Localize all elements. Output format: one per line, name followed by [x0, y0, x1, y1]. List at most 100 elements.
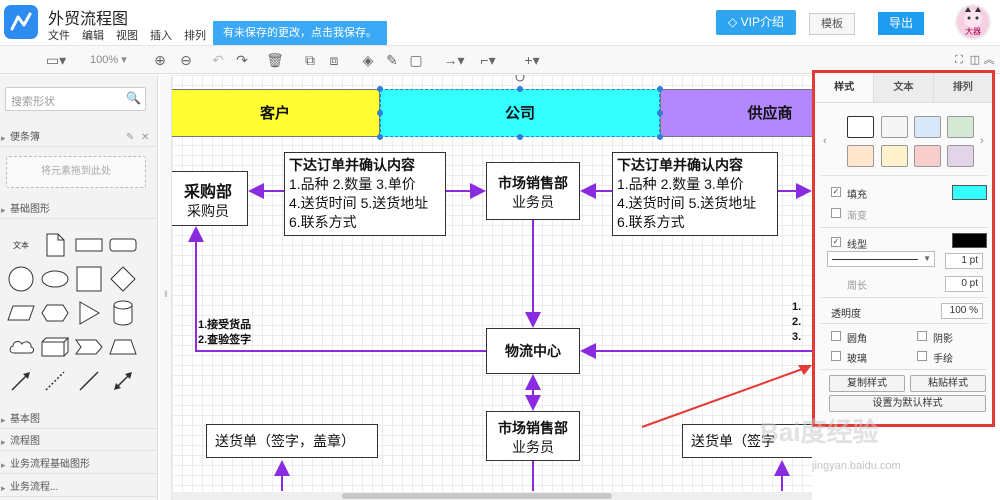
purchase-dept-box[interactable]: 采购部 采购员: [172, 171, 248, 226]
edit-icon[interactable]: ✎: [126, 132, 135, 143]
selection-handles[interactable]: [377, 86, 663, 140]
order-box-left[interactable]: 下达订单并确认内容 1.品种 2.数量 3.单价 4.送货时间 5.送货地址 6…: [284, 152, 446, 236]
fullscreen-icon[interactable]: ⛶: [955, 54, 963, 66]
sketch-checkbox[interactable]: [917, 351, 927, 361]
scrollbar-thumb[interactable]: [342, 493, 612, 499]
menu-insert[interactable]: 插入: [150, 30, 172, 42]
lane-customer[interactable]: 客户: [172, 89, 380, 137]
line-color-icon[interactable]: ✎: [386, 52, 398, 68]
unsaved-notice[interactable]: 有未保存的更改，点击我保存。: [213, 21, 387, 45]
waypoint-icon[interactable]: ⌐▾: [480, 52, 496, 68]
fill-color-box[interactable]: [952, 185, 987, 200]
copy-style-button[interactable]: 复制样式: [829, 375, 905, 392]
chevron-right-icon[interactable]: ›: [980, 135, 984, 147]
menu-edit[interactable]: 编辑: [82, 30, 104, 42]
section-flowchart[interactable]: 流程图: [0, 433, 157, 451]
order-box-right[interactable]: 下达订单并确认内容 1.品种 2.数量 3.单价 4.送货时间 5.送货地址 6…: [612, 152, 778, 236]
shape-line[interactable]: [74, 368, 104, 394]
shape-square[interactable]: [74, 266, 104, 292]
menu-file[interactable]: 文件: [48, 30, 70, 42]
connector-icon[interactable]: →▾: [443, 52, 465, 68]
glass-checkbox[interactable]: [831, 351, 841, 361]
style-swatch-6[interactable]: [881, 145, 908, 167]
shape-rounded-rect[interactable]: [108, 232, 138, 258]
style-swatch-2[interactable]: [881, 116, 908, 138]
fill-color-icon[interactable]: ◈: [362, 52, 374, 68]
zoom-in-icon[interactable]: ⊕: [154, 52, 166, 68]
app-logo[interactable]: [4, 5, 38, 39]
tab-arrange[interactable]: 排列: [932, 73, 992, 102]
scratchpad-dropzone[interactable]: 将元素拖到此处: [6, 156, 146, 188]
opacity-input[interactable]: 100 %: [941, 303, 983, 319]
logistics-center-box[interactable]: 物流中心: [486, 328, 580, 374]
style-swatch-4[interactable]: [947, 116, 974, 138]
search-input[interactable]: 搜索形状 🔍: [5, 87, 146, 111]
paste-style-button[interactable]: 粘贴样式: [910, 375, 986, 392]
rounded-checkbox[interactable]: [831, 331, 841, 341]
shape-cube[interactable]: [40, 334, 70, 360]
layout-panel-icon[interactable]: ▭▾: [45, 52, 67, 68]
lane-supplier[interactable]: 供应商: [660, 89, 812, 137]
style-swatch-5[interactable]: [847, 145, 874, 167]
line-color-box[interactable]: [952, 233, 987, 248]
document-title[interactable]: 外贸流程图: [48, 11, 129, 28]
style-swatch-1[interactable]: [847, 116, 874, 138]
menu-arrange[interactable]: 排列: [184, 30, 206, 42]
scratchpad-section[interactable]: 便条簿 ✎ ✕: [0, 129, 157, 147]
line-width-input[interactable]: 1 pt: [945, 253, 983, 269]
tab-style[interactable]: 样式: [815, 73, 874, 102]
shape-dotted-line[interactable]: [40, 368, 70, 394]
shape-step[interactable]: [74, 334, 104, 360]
set-default-style-button[interactable]: 设置为默认样式: [829, 395, 986, 412]
delivery-note-left[interactable]: 送货单（签字，盖章）: [206, 424, 378, 458]
style-swatch-8[interactable]: [947, 145, 974, 167]
rotate-handle[interactable]: [515, 75, 525, 82]
shadow-checkbox[interactable]: [917, 331, 927, 341]
undo-icon[interactable]: ↶: [212, 52, 224, 68]
insert-plus-icon[interactable]: +▾: [524, 52, 540, 68]
shape-diamond[interactable]: [108, 266, 138, 292]
shape-triangle[interactable]: [74, 300, 104, 326]
shape-cloud[interactable]: [6, 334, 36, 360]
marketing-dept-bottom-box[interactable]: 市场销售部 业务员: [486, 411, 580, 461]
marketing-dept-top-box[interactable]: 市场销售部 业务员: [486, 162, 580, 220]
shape-parallelogram[interactable]: [6, 300, 36, 326]
to-front-icon[interactable]: ⧉: [305, 52, 315, 68]
to-back-icon[interactable]: ⧈: [329, 52, 339, 68]
shape-ellipse[interactable]: [40, 266, 70, 292]
delivery-note-right[interactable]: 送货单（签字: [682, 424, 812, 458]
tab-text[interactable]: 文本: [873, 73, 933, 102]
avatar[interactable]: 大器: [955, 4, 991, 40]
panel-splitter[interactable]: ‖: [160, 75, 172, 500]
shape-bidirectional-arrow[interactable]: [108, 368, 138, 394]
basic-shapes-section[interactable]: 基础图形: [0, 201, 157, 219]
collapse-icon[interactable]: ︽: [983, 54, 995, 66]
line-style-select[interactable]: ▼: [827, 251, 935, 267]
delete-icon[interactable]: 🗑: [266, 52, 284, 68]
shadow-icon[interactable]: ▢: [409, 52, 423, 68]
style-swatch-7[interactable]: [914, 145, 941, 167]
shape-circle[interactable]: [6, 266, 36, 292]
menu-view[interactable]: 视图: [116, 30, 138, 42]
zoom-out-icon[interactable]: ⊖: [180, 52, 192, 68]
chevron-left-icon[interactable]: ‹: [823, 135, 827, 147]
line-checkbox[interactable]: ✓: [831, 237, 841, 247]
zoom-level[interactable]: 100% ▾: [90, 54, 127, 66]
section-basic[interactable]: 基本图: [0, 411, 157, 429]
redo-icon[interactable]: ↷: [236, 52, 248, 68]
close-icon[interactable]: ✕: [141, 132, 150, 143]
shape-cylinder[interactable]: [108, 300, 138, 326]
section-bpmn-basic[interactable]: 业务流程基础图形: [0, 456, 157, 474]
shape-arrow-line[interactable]: [6, 368, 36, 394]
gradient-checkbox[interactable]: [831, 208, 841, 218]
style-swatch-3[interactable]: [914, 116, 941, 138]
diagram-canvas[interactable]: 客户 公司 供应商 采购部 采购员 下达订单并确认内容 1.品种 2.数量 3.…: [172, 75, 812, 493]
shape-note[interactable]: [40, 232, 70, 258]
search-icon[interactable]: 🔍: [126, 91, 141, 105]
shape-trapezoid[interactable]: [108, 334, 138, 360]
export-button[interactable]: 导出: [878, 12, 924, 35]
receive-goods-note[interactable]: 1.接受货品 2.查验签字: [198, 319, 252, 346]
fill-checkbox[interactable]: ✓: [831, 187, 841, 197]
horizontal-scrollbar[interactable]: [172, 492, 812, 500]
section-bpmn-more[interactable]: 业务流程...: [0, 479, 157, 497]
